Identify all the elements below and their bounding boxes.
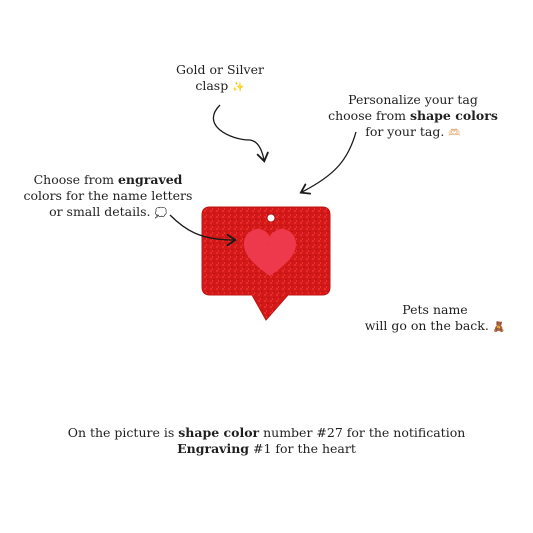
shape-colors-bold: shape colors <box>409 108 498 123</box>
caption-line1-pre: On the picture is <box>67 425 179 440</box>
caption-line1-post: number #27 for the notification <box>259 425 466 440</box>
clasp-hole <box>266 213 276 223</box>
pets-note: Pets name will go on the back. 🧸 <box>360 302 510 336</box>
engraved-note-line2: colors for the name letters <box>23 188 193 203</box>
notification-tag <box>201 206 331 321</box>
engraved-bold: engraved <box>117 172 183 187</box>
heart-engraving <box>244 229 296 276</box>
engraved-note-line3: or small details. <box>49 204 151 219</box>
shape-note: Personalize your tag choose from shape c… <box>318 92 508 142</box>
thought-bubble-icon: 💭 <box>154 208 167 219</box>
caption-shape-color-bold: shape color <box>178 425 260 440</box>
shape-note-line3: for your tag. <box>365 124 445 139</box>
shape-note-line2-pre: choose from <box>328 108 410 123</box>
caption-line2-post: #1 for the heart <box>249 441 356 456</box>
pets-note-line1: Pets name <box>402 302 468 317</box>
engraved-note-line1-pre: Choose from <box>33 172 118 187</box>
teddy-bear-icon: 🧸 <box>492 322 506 333</box>
engraved-note: Choose from engraved colors for the name… <box>18 172 198 222</box>
clasp-note: Gold or Silver clasp ✨ <box>160 62 280 96</box>
sparkles-icon: ✨ <box>232 82 245 93</box>
caption-engraving-bold: Engraving <box>177 441 250 456</box>
shape-note-line1: Personalize your tag <box>348 92 478 107</box>
clasp-note-line2: clasp <box>195 78 229 93</box>
clasp-arrow <box>212 104 269 163</box>
clasp-note-line1: Gold or Silver <box>176 62 264 77</box>
shape-arrow <box>299 131 357 195</box>
pets-note-line2: will go on the back. <box>364 318 489 333</box>
engraved-arrow <box>169 214 237 247</box>
caption: On the picture is shape color number #27… <box>40 425 493 457</box>
heart-hands-icon: 🫶🏻 <box>448 128 461 139</box>
